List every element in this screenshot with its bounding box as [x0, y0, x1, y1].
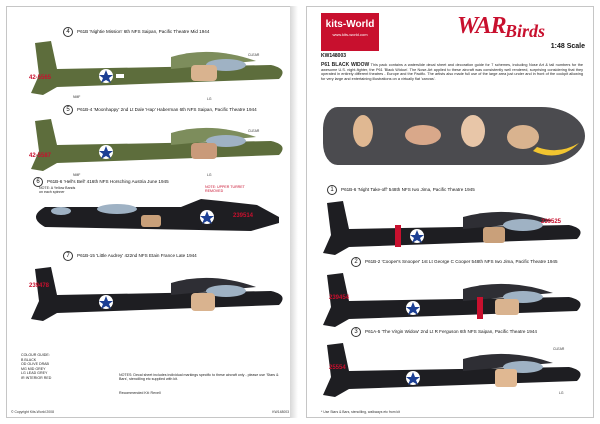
clear-label-3: CLEAR — [553, 347, 565, 351]
lg-label-5: LG — [207, 173, 212, 177]
lg-label-3: LG — [559, 391, 564, 395]
serial-label-1: 239525 — [541, 219, 562, 225]
plane-number-5: 5 — [63, 105, 73, 115]
p61-side-view-black-6 — [36, 199, 279, 231]
p61-side-view-black-2 — [323, 273, 581, 327]
serial-label-4: 42-5565 — [29, 75, 52, 81]
colour-guide-item: IR INTERIOR RED — [21, 375, 52, 380]
right-instruction-sheet: kits-World www.kits-world.com KW148003 W… — [306, 6, 594, 418]
colour-guide-item: OD OLIVE DRAB — [21, 362, 49, 367]
note-turret-removed: NOTE: UPPER TURRET REMOVED — [205, 185, 245, 194]
serial-label-2: 239454 — [329, 295, 350, 301]
copyright: © Copyright Kits-World 2008 — [11, 410, 54, 414]
decal-notes: NOTES: Decal sheet includes individual m… — [119, 373, 279, 382]
brand-name: kits-World — [325, 19, 375, 30]
colour-guide: COLOUR GUIDE: B BLACK OD OLIVE DRAB MG M… — [21, 353, 51, 381]
colour-guide-item: B BLACK — [21, 357, 37, 362]
war-title: WAR — [457, 13, 507, 39]
plane-number-7: 7 — [63, 251, 73, 261]
clear-label-4: CLEAR — [248, 53, 260, 57]
nose-art-panel — [323, 107, 585, 165]
serial-label-5: 42-5587 — [29, 153, 52, 159]
plane-number-1: 1 — [327, 185, 337, 195]
colour-guide-title: COLOUR GUIDE: — [21, 353, 50, 357]
p61-side-view-black-1 — [323, 201, 581, 255]
plane-number-6: 6 — [33, 177, 43, 187]
nmf-label-5: NMF — [73, 173, 81, 177]
serial-label-3: 25554 — [329, 365, 346, 371]
p61-side-view-olive-4 — [31, 41, 283, 95]
plane-caption-1: P61B-6 'Night Take-off' 548th NFS Iwo Ji… — [341, 187, 475, 192]
serial-label-7: 239478 — [29, 283, 50, 289]
plane-caption-3: P61A-5 'The Virgin Widow' 2nd Lt R Fergu… — [365, 329, 537, 334]
plane-caption-6: P61B-6 'Hell's Bell' 416th NFS Horsching… — [47, 179, 169, 184]
left-instruction-sheet: 4 P61B 'Nightie Mission' 6th NFS Saipan,… — [6, 6, 294, 418]
plane-number-3: 3 — [351, 327, 361, 337]
intro-body: This pack contains a waterslide decal sh… — [321, 63, 583, 81]
p61-side-view-olive-5 — [31, 119, 283, 171]
p61-side-view-black-7 — [31, 267, 283, 321]
nmf-label-4: NMF — [73, 95, 81, 99]
sheet-code-left: KW148003 — [272, 410, 289, 414]
note-yellow-bands: NOTE: A Yellow Bands on each spinner — [39, 186, 76, 195]
nose-art-figures — [353, 115, 579, 156]
clear-label-5: CLEAR — [248, 129, 260, 133]
lg-label-4: LG — [207, 97, 212, 101]
serial-label-6: 239514 — [233, 213, 254, 219]
colour-guide-item: MG MID GREY — [21, 366, 46, 371]
plane-caption-5: P61B-4 'Moonhappy' 2nd Lt Dale 'Hap' Hab… — [77, 107, 257, 112]
plane-caption-4: P61B 'Nightie Mission' 6th NFS Saipan, P… — [77, 29, 210, 34]
scale-label: 1:48 Scale — [550, 43, 585, 50]
sheet-code-right: KW148003 — [321, 53, 347, 59]
intro-title: P61 BLACK WIDOW — [321, 62, 370, 68]
footnote: * Use Stars & Bars, stencilling, walkway… — [321, 410, 400, 414]
recommended-kit: Recommended Kit: Revell — [119, 391, 161, 395]
birds-title: Birds — [505, 21, 546, 41]
brand-url: www.kits-world.com — [332, 32, 368, 37]
plane-number-2: 2 — [351, 257, 361, 267]
plane-number-4: 4 — [63, 27, 73, 37]
plane-caption-7: P61B-15 'Little Audrey' 422nd NFS Etain … — [77, 253, 197, 258]
plane-caption-2: P61B-2 'Cooper's Snooper' 1st Lt George … — [365, 259, 558, 264]
page-fold-shadow — [290, 6, 298, 418]
colour-guide-item: LG LEAD GREY — [21, 371, 48, 376]
p61-side-view-black-3 — [323, 343, 581, 397]
kits-world-logo: kits-World www.kits-world.com — [321, 13, 379, 51]
intro-text: P61 BLACK WIDOW This pack contains a wat… — [321, 63, 583, 81]
